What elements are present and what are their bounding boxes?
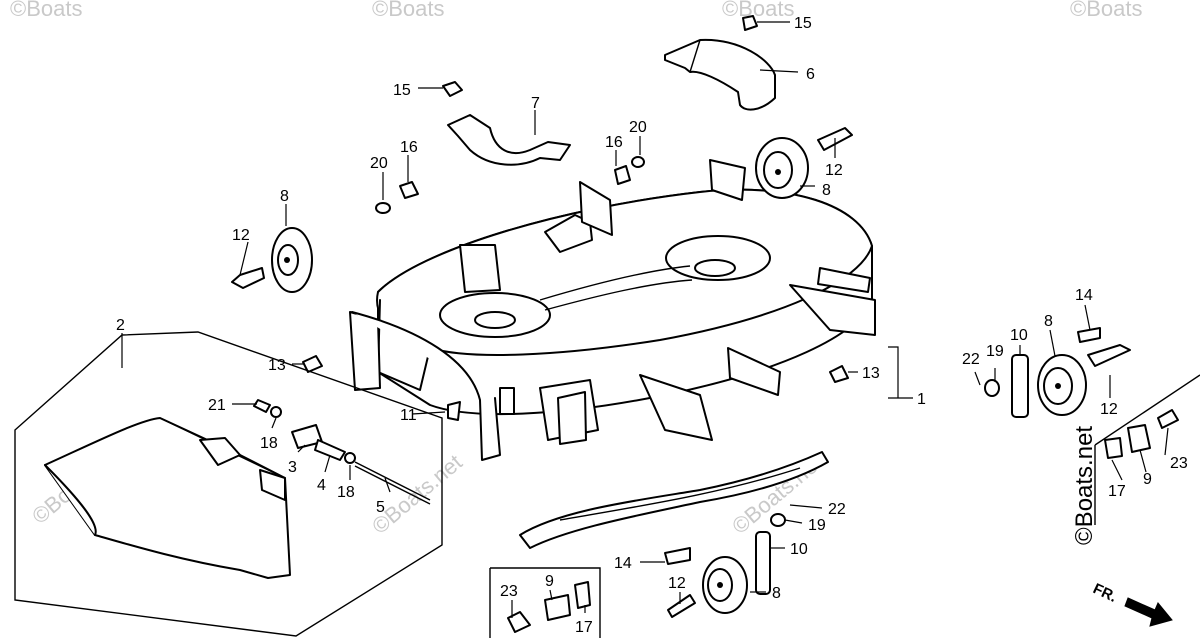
callout-label: 5 <box>376 499 385 516</box>
guide-roller-bottom <box>702 556 748 614</box>
front-arrow-icon <box>1124 597 1173 627</box>
callout-label: 14 <box>1075 287 1093 304</box>
callout-label: 10 <box>1010 327 1028 344</box>
guide-roller-left <box>271 227 313 293</box>
callout-label: 22 <box>828 501 846 518</box>
guide-roller-right <box>1037 354 1087 416</box>
callout-label: 11 <box>400 407 417 424</box>
callout-label: 9 <box>545 573 554 590</box>
callout-label: 16 <box>400 139 418 156</box>
callout-label: 14 <box>614 555 632 572</box>
callout-label: 8 <box>1044 313 1053 330</box>
watermark-corner: ©Boats <box>10 0 82 21</box>
callout-label: 8 <box>772 585 781 602</box>
leader-lines <box>121 21 1169 618</box>
callout-label: 15 <box>393 82 411 99</box>
callout-label: 12 <box>668 575 686 592</box>
callout-label: 6 <box>806 66 815 83</box>
callout-label: 12 <box>232 227 250 244</box>
callout-label: 20 <box>370 155 388 172</box>
bolts <box>231 127 1131 618</box>
callout-label: 8 <box>822 182 831 199</box>
callout-label: 10 <box>790 541 808 558</box>
callout-label: 19 <box>986 343 1004 360</box>
callout-label: 17 <box>1108 483 1126 500</box>
front-direction-indicator: FR. <box>1090 580 1173 627</box>
belt-cover <box>664 38 776 111</box>
roller-brackets <box>755 354 1029 595</box>
callout-label: 20 <box>629 119 647 136</box>
callout-label: 22 <box>962 351 980 368</box>
callout-label: 16 <box>605 134 623 151</box>
copyright-mark: ©Boats.net <box>1071 426 1098 545</box>
callout-label: 13 <box>268 357 286 374</box>
callout-label: 19 <box>808 517 826 534</box>
chute-pivot-parts <box>253 399 431 505</box>
callout-label: 12 <box>1100 401 1118 418</box>
callout-labels: 15 6 15 7 20 16 16 20 12 8 8 12 2 13 21 … <box>116 15 1188 636</box>
assembly-outlines <box>14 331 1200 638</box>
callout-label: 9 <box>1143 471 1152 488</box>
callout-label: 1 <box>917 391 926 408</box>
watermark-corner: ©Boats <box>372 0 444 21</box>
callout-label: 8 <box>280 188 289 205</box>
discharge-chute <box>44 417 291 579</box>
deck-bracket <box>447 114 571 166</box>
callout-label: 13 <box>862 365 880 382</box>
callout-label: 4 <box>317 477 326 494</box>
callout-label: 2 <box>116 317 125 334</box>
callout-label: 12 <box>825 162 843 179</box>
callout-label: 18 <box>260 435 278 452</box>
callout-label: 17 <box>575 619 593 636</box>
callout-label: 7 <box>531 95 540 112</box>
callout-label: 18 <box>337 484 355 501</box>
watermark-corner: ©Boats <box>722 0 794 21</box>
front-direction-label: FR. <box>1090 580 1119 606</box>
guide-roller-top-right <box>755 137 809 199</box>
callout-label: 21 <box>208 397 226 414</box>
watermark-corner: ©Boats <box>1070 0 1142 21</box>
callout-label: 23 <box>500 583 518 600</box>
callout-label: 3 <box>288 459 297 476</box>
callout-label: 23 <box>1170 455 1188 472</box>
spacer-sets <box>507 409 1179 633</box>
mower-deck <box>349 159 876 549</box>
callout-label: 15 <box>794 15 812 32</box>
